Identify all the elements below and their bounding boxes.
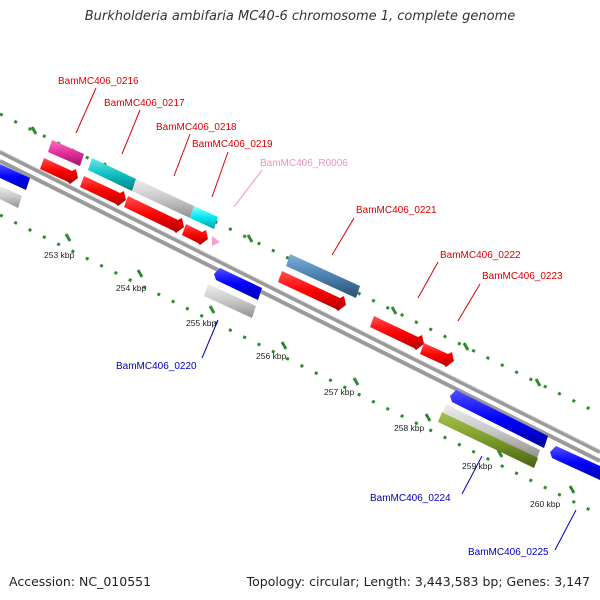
gene-BamMC406_0217 <box>80 176 126 206</box>
gene-left-edge-gray <box>0 186 22 208</box>
major-tick <box>352 377 360 386</box>
gene-BamMC406_0220-cog <box>204 284 256 318</box>
gene-BamMC406_0222 <box>370 316 424 350</box>
leader-0225 <box>554 509 577 551</box>
kbp-label: 259 kbp <box>462 461 493 471</box>
kbp-label: 257 kbp <box>324 387 355 397</box>
gene-BamMC406_0218 <box>124 196 184 233</box>
gene-BamMC406_0221 <box>278 271 346 311</box>
major-tick <box>534 378 542 387</box>
kbp-label: 254 kbp <box>116 283 147 293</box>
gene-BamMC406_0219 <box>182 224 208 245</box>
gene-BamMC406_0219-cog <box>190 206 218 229</box>
forward-strand-genes <box>40 140 454 367</box>
leader-0221 <box>331 217 355 256</box>
gene-BamMC406_0224 <box>450 390 548 448</box>
leader-R0006 <box>233 169 263 208</box>
chromosome-backbone <box>0 149 600 463</box>
gene-label: BamMC406_0224 <box>370 493 451 504</box>
leader-0222 <box>417 261 439 299</box>
major-tick <box>390 306 398 315</box>
gene-BamMC406_0224-cog-olive <box>438 412 538 468</box>
leader-0224 <box>461 455 483 495</box>
major-tick <box>136 269 144 278</box>
kbp-label: 260 kbp <box>530 499 561 509</box>
gene-BamMC406_0224-cog-gray <box>443 404 540 458</box>
major-tick <box>568 485 576 494</box>
major-tick <box>30 126 38 135</box>
major-tick <box>246 234 254 243</box>
gene-BamMC406_0220 <box>214 268 262 300</box>
gene-left-edge-blue <box>0 164 30 190</box>
map-title: Burkholderia ambifaria MC40-6 chromosome… <box>84 9 516 24</box>
major-tick <box>64 233 72 242</box>
gene-label: BamMC406_0223 <box>482 271 563 282</box>
leader-0220 <box>201 319 219 359</box>
accession-text: Accession: NC_010551 <box>9 574 152 589</box>
gene-label: BamMC406_0220 <box>116 361 197 372</box>
major-tick <box>280 341 288 350</box>
gene-label: BamMC406_0218 <box>156 122 237 133</box>
major-tick <box>462 342 470 351</box>
leader-0217 <box>121 109 141 155</box>
major-tick <box>496 449 504 458</box>
kbp-label: 258 kbp <box>394 423 425 433</box>
reverse-strand-genes <box>0 164 600 480</box>
genome-summary-text: Topology: circular; Length: 3,443,583 bp… <box>246 574 590 589</box>
gene-BamMC406_R0006 <box>212 236 220 246</box>
gene-label: BamMC406_0222 <box>440 250 521 261</box>
gene-BamMC406_0217-cog <box>88 158 136 191</box>
gene-BamMC406_0223 <box>420 343 454 367</box>
gene-BamMC406_0216-cog <box>48 140 84 166</box>
gene-label: BamMC406_0225 <box>468 547 549 558</box>
kbp-label: 255 kbp <box>186 318 217 328</box>
leader-0223 <box>457 283 481 322</box>
gene-label: BamMC406_0216 <box>58 76 139 87</box>
gene-BamMC406_0221-cog <box>286 254 360 298</box>
leader-0218 <box>173 133 191 177</box>
gene-BamMC406_0225 <box>550 446 600 480</box>
gene-label: BamMC406_0221 <box>356 205 437 216</box>
gene-BamMC406_0216 <box>40 158 78 184</box>
leader-0219 <box>211 151 229 198</box>
major-tick <box>424 413 432 422</box>
gene-label: BamMC406_R0006 <box>260 158 348 169</box>
gene-label: BamMC406_0219 <box>192 139 273 150</box>
leader-0216 <box>75 87 97 134</box>
gene-BamMC406_0218-cog <box>132 179 194 218</box>
kbp-label: 256 kbp <box>256 351 287 361</box>
major-tick <box>208 305 216 314</box>
kbp-label: 253 kbp <box>44 250 75 260</box>
gene-label: BamMC406_0217 <box>104 98 185 109</box>
